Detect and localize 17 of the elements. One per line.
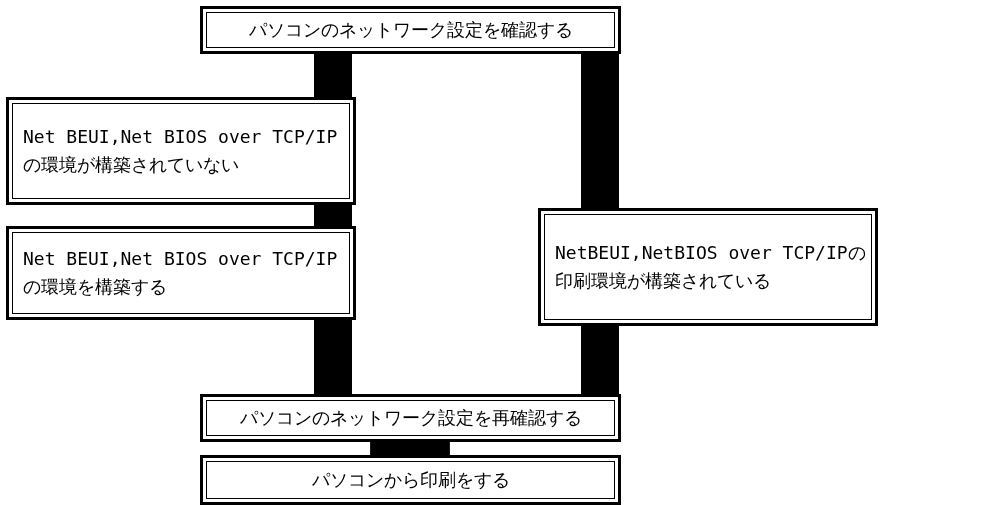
- box-text: Net BEUI,Net BIOS over TCP/IPの環境を構築する: [23, 247, 339, 299]
- box-text: NetBEUI,NetBIOS over TCP/IPの印刷環境が構築されている: [555, 241, 867, 293]
- connector-bar: [314, 320, 352, 394]
- process-box: [6, 226, 356, 320]
- process-box: [6, 97, 356, 205]
- process-box: [538, 208, 878, 326]
- process-box: [200, 394, 621, 442]
- connector-bar: [370, 442, 450, 455]
- box-text: Net BEUI,Net BIOS over TCP/IPの環境が構築されていない: [23, 125, 339, 177]
- connector-bar: [314, 205, 352, 226]
- box-text: パソコンのネットワーク設定を再確認する: [239, 406, 582, 431]
- box-text: パソコンから印刷をする: [311, 468, 510, 493]
- connector-bar: [581, 54, 619, 208]
- process-box: [200, 6, 621, 54]
- process-box: [200, 455, 621, 505]
- box-text: パソコンのネットワーク設定を確認する: [248, 18, 573, 43]
- connector-bar: [314, 54, 352, 97]
